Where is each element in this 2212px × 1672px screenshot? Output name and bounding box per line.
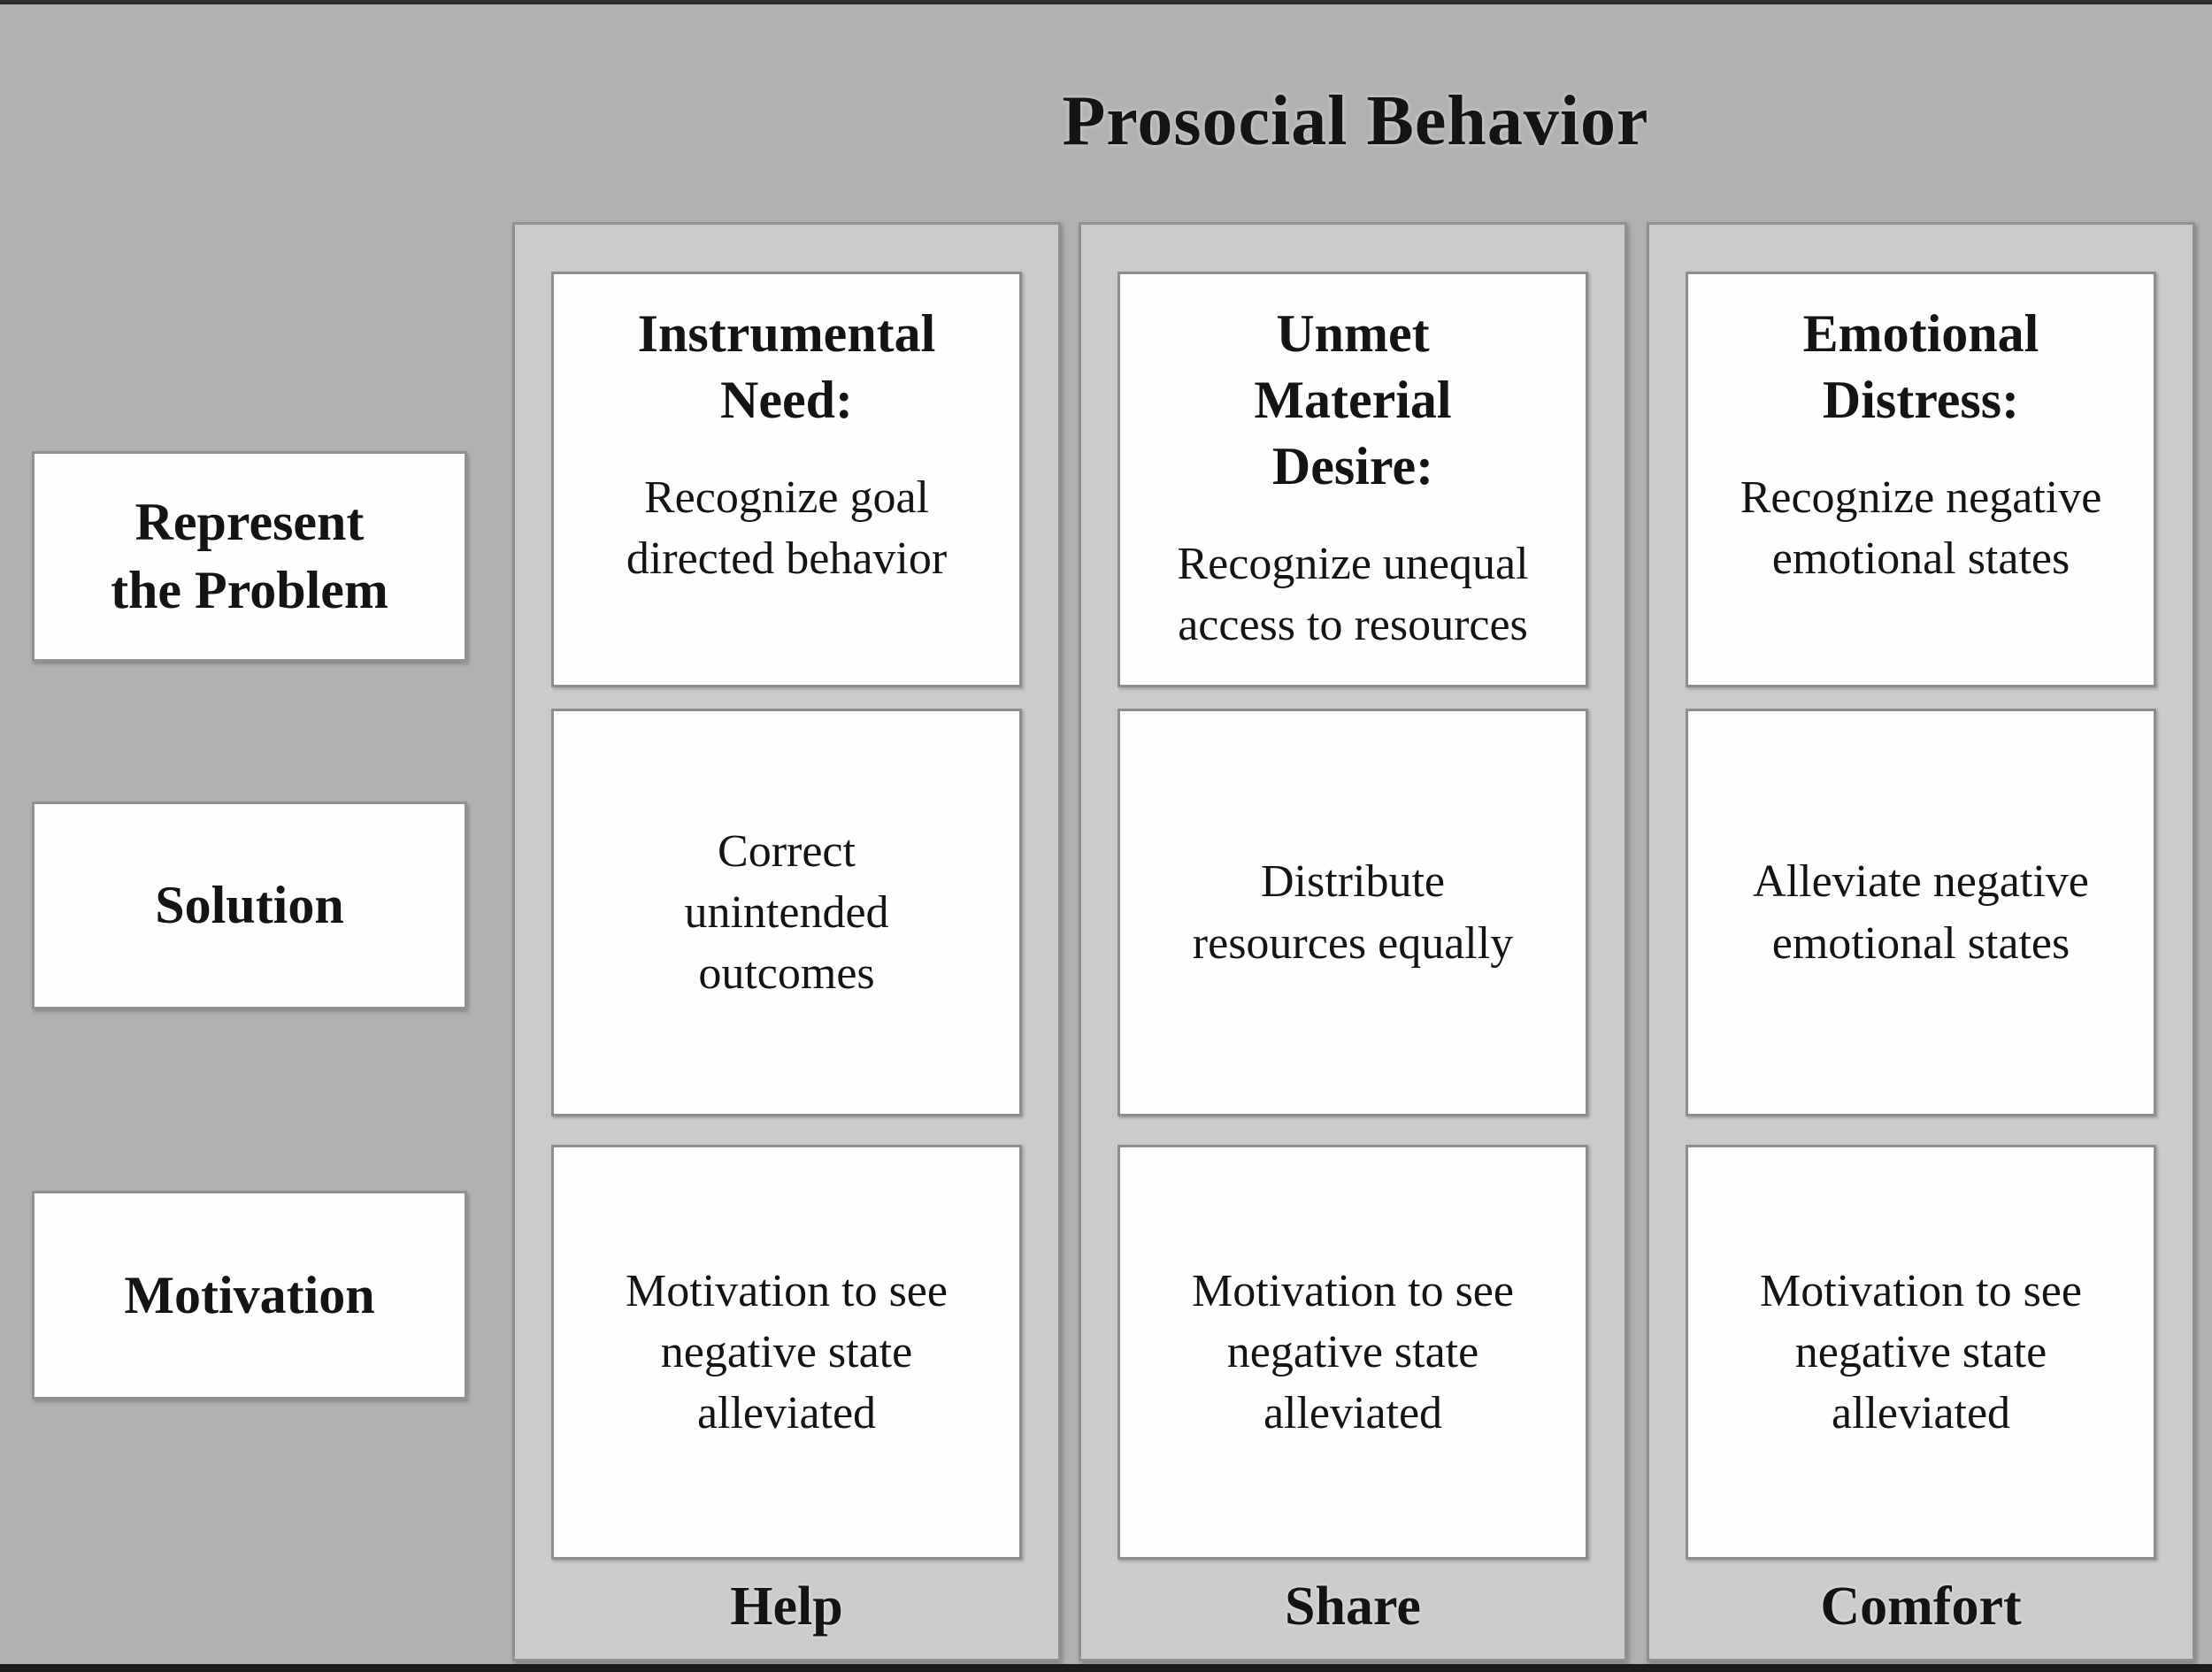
row-label-text: Solution (155, 876, 344, 935)
cell-help-solution: Correct unintended outcomes (551, 709, 1022, 1116)
cell-heading: Instrumental Need: (637, 304, 936, 429)
cell-comfort-represent-problem: Emotional Distress: Recognize negative e… (1686, 272, 2156, 687)
cell-share-represent-problem: Unmet Material Desire: Recognize unequal… (1118, 272, 1588, 687)
row-label-text: Motivation (124, 1265, 375, 1324)
cell-body: Recognize negative emotional states (1740, 472, 2102, 585)
cell-share-motivation: Motivation to see negative state allevia… (1118, 1145, 1588, 1560)
cell-body: Correct unintended outcomes (684, 825, 889, 1000)
diagram-title: Prosocial Behavior (1062, 82, 1649, 160)
cell-body: Recognize unequal access to resources (1177, 539, 1529, 651)
bottom-border-band (0, 1664, 2212, 1672)
column-footer-help: Help (730, 1576, 843, 1637)
column-panel-share: Unmet Material Desire: Recognize unequal… (1079, 222, 1627, 1661)
cell-share-solution: Distribute resources equally (1118, 709, 1588, 1116)
row-label-text: Represent the Problem (111, 493, 388, 619)
cell-help-motivation: Motivation to see negative state allevia… (551, 1145, 1022, 1560)
column-footer-comfort: Comfort (1820, 1576, 2022, 1637)
cell-help-represent-problem: Instrumental Need: Recognize goal direct… (551, 272, 1022, 687)
column-footer-share: Share (1285, 1576, 1421, 1637)
top-border-band (0, 0, 2212, 4)
cell-comfort-solution: Alleviate negative emotional states (1686, 709, 2156, 1116)
cell-comfort-motivation: Motivation to see negative state allevia… (1686, 1145, 2156, 1560)
cell-heading: Unmet Material Desire: (1254, 304, 1452, 495)
cell-heading: Emotional Distress: (1802, 304, 2039, 429)
column-panel-comfort: Emotional Distress: Recognize negative e… (1647, 222, 2195, 1661)
cell-body: Motivation to see negative state allevia… (1760, 1265, 2082, 1439)
column-panel-help: Instrumental Need: Recognize goal direct… (512, 222, 1061, 1661)
cell-body: Distribute resources equally (1192, 856, 1514, 969)
cell-body: Recognize goal directed behavior (626, 472, 948, 585)
cell-body: Motivation to see negative state allevia… (626, 1265, 948, 1439)
row-label-solution: Solution (32, 801, 467, 1009)
row-label-represent-the-problem: Represent the Problem (32, 451, 467, 662)
row-label-motivation: Motivation (32, 1191, 467, 1400)
cell-body: Motivation to see negative state allevia… (1192, 1265, 1514, 1439)
cell-body: Alleviate negative emotional states (1753, 856, 2089, 969)
